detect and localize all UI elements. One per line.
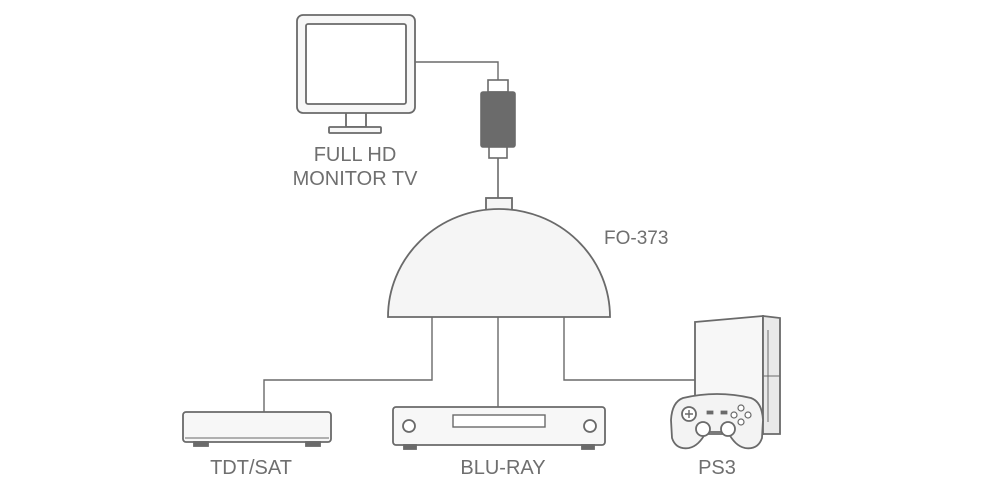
monitor-label: FULL HD MONITOR TV <box>270 143 440 191</box>
tdt-label: TDT/SAT <box>210 457 292 479</box>
ps3-controller-icon <box>670 393 764 450</box>
monitor-cable <box>415 61 499 80</box>
hdmi-connector-icon <box>480 79 516 198</box>
monitor-label-line2: MONITOR TV <box>292 168 418 190</box>
bluray-player-icon <box>392 406 606 450</box>
monitor-label-line1: FULL HD <box>313 144 397 166</box>
ps3-label: PS3 <box>698 457 736 479</box>
hub-dome-icon <box>387 197 611 318</box>
output-cables <box>263 317 695 412</box>
hub-label: FO-373 <box>604 228 669 249</box>
bluray-label: BLU-RAY <box>460 457 546 479</box>
tdt-receiver-icon <box>182 411 332 447</box>
monitor-icon <box>296 14 416 134</box>
